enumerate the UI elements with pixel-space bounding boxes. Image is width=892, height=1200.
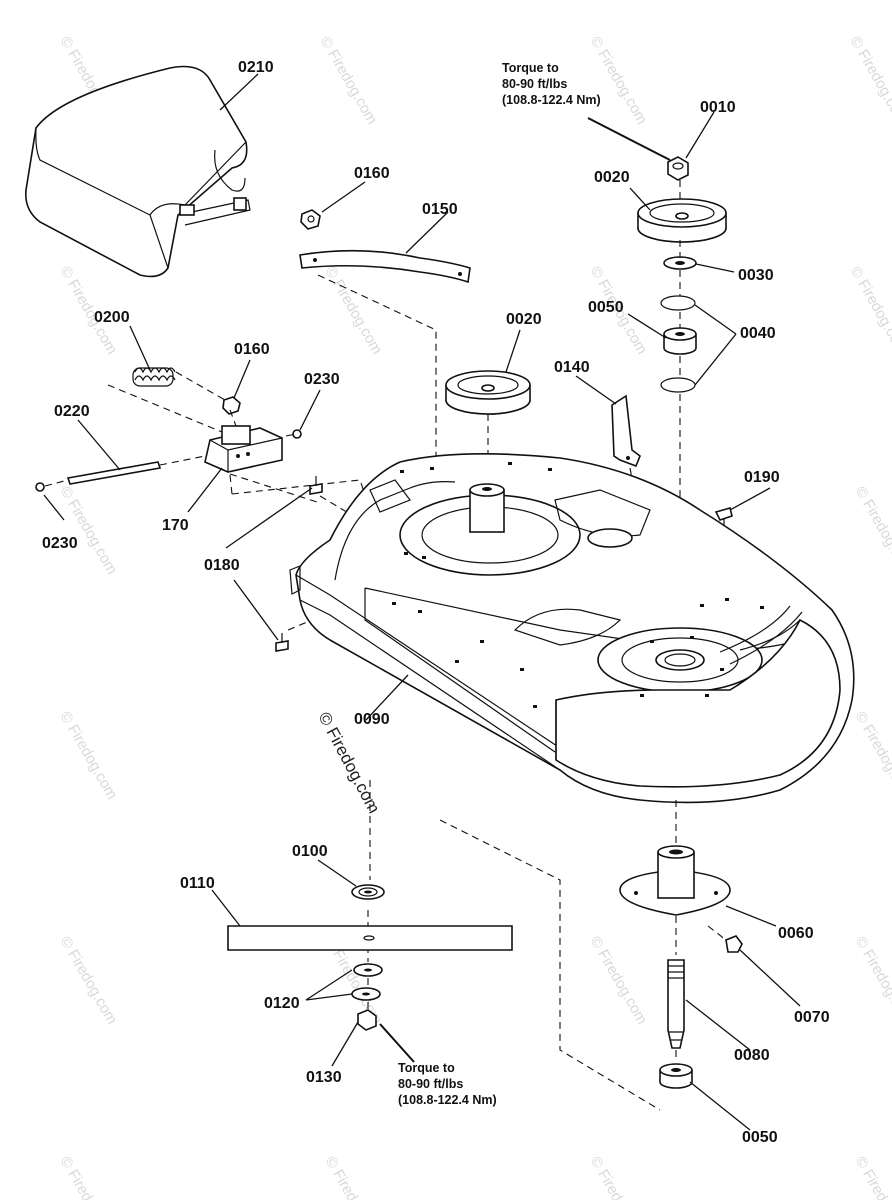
label-0220: 0220: [54, 403, 90, 420]
torque-bottom-line2: 80-90 ft/lbs: [398, 1077, 463, 1091]
watermark-tile: © Firedog.com: [317, 34, 381, 128]
part-0030-washer: [663, 256, 697, 270]
watermark-tile: © Firedog.com: [322, 1154, 386, 1200]
watermark-tile: © Firedog.com: [57, 1154, 121, 1200]
part-0120-washers: [351, 963, 383, 1001]
part-0150-strap: [299, 249, 471, 284]
label-0050-bottom: 0050: [742, 1129, 778, 1146]
label-0110: 0110: [180, 875, 215, 892]
watermark-tile: © Firedog.com: [852, 709, 892, 803]
part-0170-idler-arm: [204, 425, 283, 473]
label-0050-top: 0050: [588, 299, 624, 316]
label-0140: 0140: [554, 359, 590, 376]
torque-top-line2: 80-90 ft/lbs: [502, 77, 567, 91]
label-0090: 0090: [354, 711, 390, 728]
watermark-tile: © Firedog.com: [587, 934, 651, 1028]
label-0170: 170: [162, 517, 189, 534]
label-0230-left: 0230: [42, 535, 78, 552]
label-0160-arm: 0160: [234, 341, 270, 358]
label-0100: 0100: [292, 843, 328, 860]
torque-top-line3: (108.8-122.4 Nm): [502, 93, 601, 107]
watermark-tile: © Firedog.com: [587, 1154, 651, 1200]
part-0180-bolt-lower: [275, 633, 289, 652]
part-0060-spindle-housing: [619, 845, 731, 916]
label-0080: 0080: [734, 1047, 770, 1064]
label-0150: 0150: [422, 201, 458, 218]
label-0120: 0120: [264, 995, 300, 1012]
label-0130: 0130: [306, 1069, 342, 1086]
label-0180: 0180: [204, 557, 240, 574]
part-0100-blade-adapter: [351, 884, 385, 900]
label-0190: 0190: [744, 469, 780, 486]
part-0210-discharge-chute: [24, 65, 251, 278]
part-0160-nut-arm: [222, 396, 241, 415]
part-0230-clip-right: [292, 429, 302, 439]
torque-bottom-line1: Torque to: [398, 1061, 455, 1075]
part-0090-mower-deck: [289, 453, 855, 804]
label-0020-left: 0020: [506, 311, 542, 328]
part-0180-bolt-upper: [309, 476, 323, 495]
part-0220-rod: [66, 461, 162, 485]
label-0060: 0060: [778, 925, 814, 942]
part-0110-blade: [227, 925, 513, 951]
label-0160-top: 0160: [354, 165, 390, 182]
part-0070-grease-fitting: [725, 935, 743, 953]
part-0050-bearing-top: [663, 327, 697, 355]
label-0020-right: 0020: [594, 169, 630, 186]
label-0210: 0210: [238, 59, 274, 76]
label-0230-right: 0230: [304, 371, 340, 388]
watermark-tile: © Firedog.com: [847, 264, 892, 358]
part-0020-pulley-left: [445, 370, 531, 415]
watermark-tile: © Firedog.com: [587, 34, 651, 128]
strap-guide: [317, 274, 437, 500]
part-0200-spring: [132, 367, 176, 387]
part-0140-bracket: [611, 394, 641, 468]
leader-lines: [43, 73, 801, 1131]
part-0010-nut: [667, 156, 689, 181]
label-0030: 0030: [738, 267, 774, 284]
torque-top-line1: Torque to: [502, 61, 559, 75]
torque-note-bottom: Torque to 80-90 ft/lbs (108.8-122.4 Nm): [398, 1061, 497, 1107]
part-0230-clip-left: [35, 482, 45, 492]
part-0020-pulley-right: [637, 198, 727, 243]
watermark-tile: © Firedog.com: [57, 484, 121, 578]
label-0040: 0040: [740, 325, 776, 342]
label-0010: 0010: [700, 99, 736, 116]
part-0080-spindle-shaft: [667, 959, 685, 1049]
watermark-tile: © Firedog.com: [847, 34, 892, 128]
label-0070: 0070: [794, 1009, 830, 1026]
watermark-tile: © Firedog.com: [57, 934, 121, 1028]
grease-fitting-guide: [707, 925, 727, 941]
torque-note-top: Torque to 80-90 ft/lbs (108.8-122.4 Nm): [502, 61, 601, 107]
label-0200: 0200: [94, 309, 130, 326]
watermark-tile: © Firedog.com: [57, 709, 121, 803]
watermark-tile: © Firedog.com: [852, 484, 892, 578]
assembly-dashed-guide: [44, 371, 371, 511]
part-0160-nut-top: [300, 209, 321, 230]
part-0050-bearing-bottom: [659, 1063, 693, 1089]
part-labels: 0210 0160 0150 0200 0160 0230 0220 0230 …: [42, 59, 830, 1146]
watermark-tile: © Firedog.com: [852, 1154, 892, 1200]
watermark-tile: © Firedog.com: [852, 934, 892, 1028]
watermark-tile: © Firedog.com: [322, 264, 386, 358]
torque-bottom-line3: (108.8-122.4 Nm): [398, 1093, 497, 1107]
part-0130-blade-nut: [357, 1009, 377, 1031]
